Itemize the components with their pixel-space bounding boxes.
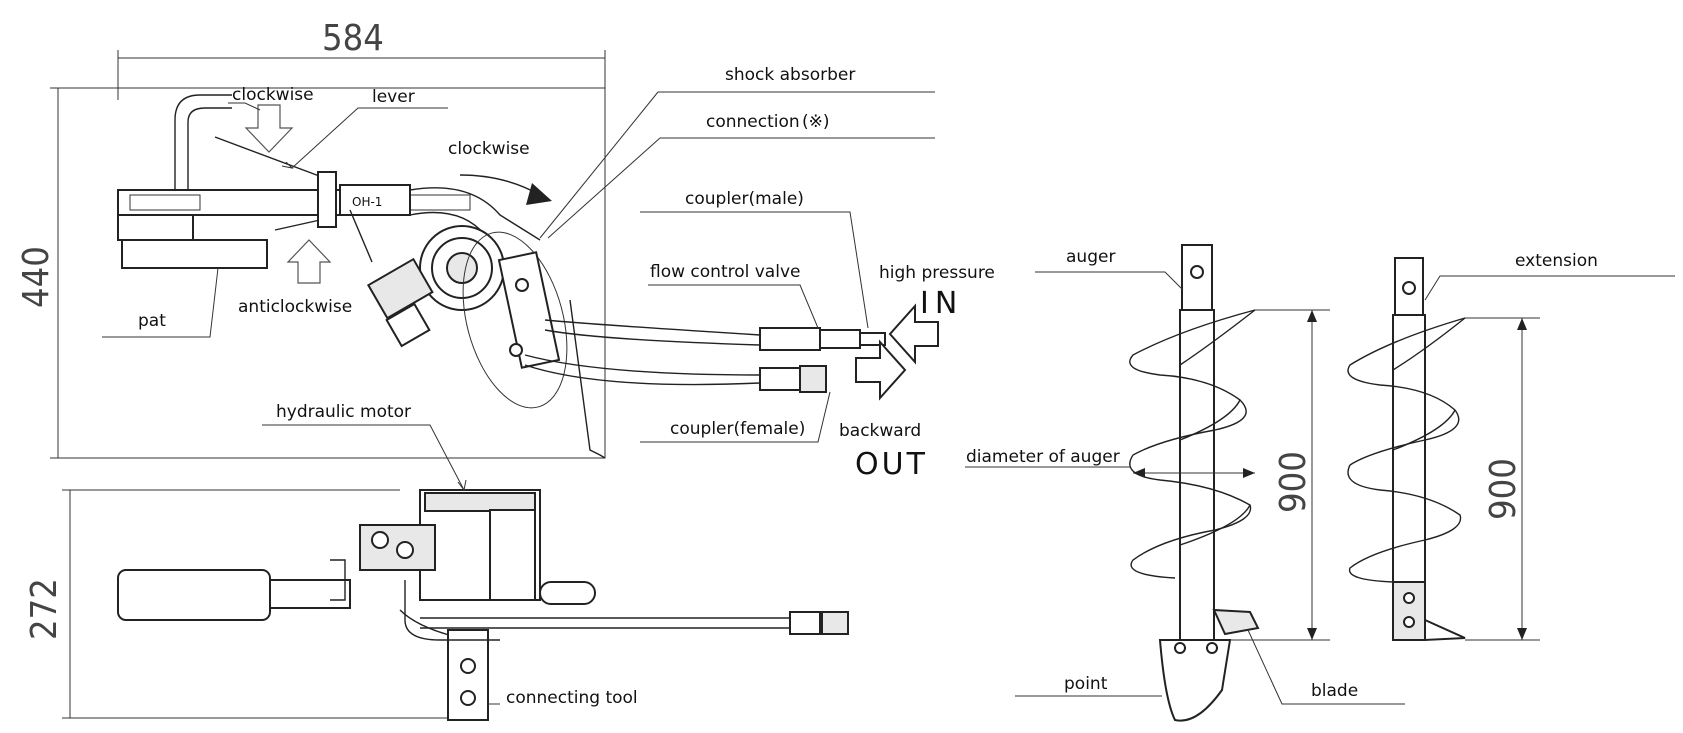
dim-height-side: 272 <box>24 578 65 640</box>
side-view-machine <box>117 489 849 721</box>
in-arrow <box>888 303 939 365</box>
label-lever: lever <box>372 87 415 107</box>
label-high-pressure: high pressure <box>879 263 995 283</box>
auger-part <box>1129 244 1260 722</box>
coupler-male <box>759 327 821 351</box>
label-flow-control-valve: flow control valve <box>650 262 800 282</box>
point-part <box>1158 639 1232 722</box>
label-connection: connection <box>706 112 800 132</box>
top-view-machine: OH-1 <box>117 94 939 459</box>
clockwise-arrow-2 <box>459 174 541 196</box>
dim-height-top: 440 <box>16 246 57 308</box>
plate-text: OH-1 <box>352 195 382 209</box>
pat-part <box>117 214 194 241</box>
label-point: point <box>1064 674 1108 694</box>
dim-auger-length: 900 <box>1273 451 1314 513</box>
clockwise-arrow-1 <box>244 104 294 153</box>
extension-part <box>1347 257 1466 642</box>
side-view-frame <box>62 489 450 719</box>
label-blade: blade <box>1311 681 1358 701</box>
label-auger: auger <box>1066 247 1115 267</box>
label-out: OUT <box>855 447 928 482</box>
label-coupler-male: coupler(male) <box>685 189 804 209</box>
label-anticlockwise: anticlockwise <box>238 297 352 317</box>
top-view-frame <box>50 50 606 459</box>
auger-dimension-lines <box>1133 309 1540 641</box>
leader-lines <box>102 91 1675 705</box>
dim-extension-length: 900 <box>1483 458 1524 520</box>
label-in: IN <box>920 286 963 321</box>
label-backward: backward <box>839 421 921 441</box>
label-coupler-female: coupler(female) <box>670 419 805 439</box>
label-connection-symbol: (※) <box>802 112 830 132</box>
coupler-female <box>759 367 801 391</box>
label-clockwise-2: clockwise <box>448 139 530 159</box>
out-arrow <box>855 339 907 401</box>
label-diameter-of-auger: diameter of auger <box>966 447 1120 467</box>
label-connecting-tool: connecting tool <box>506 688 638 708</box>
dim-width-top: 584 <box>322 18 384 59</box>
label-clockwise-1: clockwise <box>232 85 314 105</box>
anticlockwise-arrow <box>286 239 332 284</box>
label-extension: extension <box>1515 251 1598 271</box>
connecting-tool-part <box>447 629 489 721</box>
label-pat: pat <box>138 311 166 331</box>
label-shock-absorber: shock absorber <box>725 65 855 85</box>
label-hydraulic-motor: hydraulic motor <box>276 402 411 422</box>
